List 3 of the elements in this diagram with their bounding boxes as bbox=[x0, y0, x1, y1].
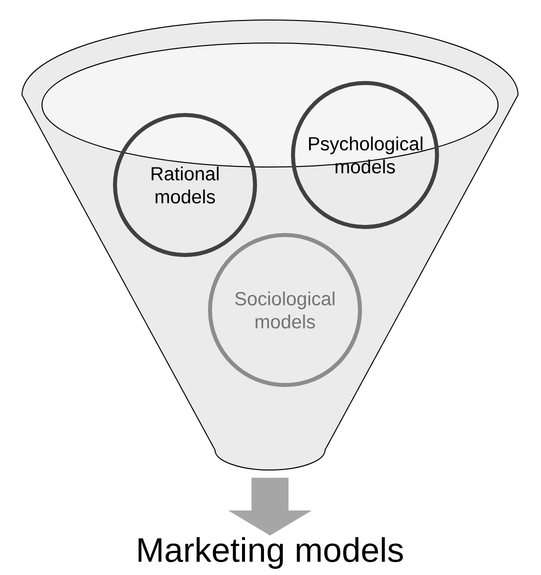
arrow bbox=[228, 478, 312, 536]
funnel-drawing bbox=[22, 20, 518, 470]
result-text: Marketing models bbox=[138, 537, 403, 569]
